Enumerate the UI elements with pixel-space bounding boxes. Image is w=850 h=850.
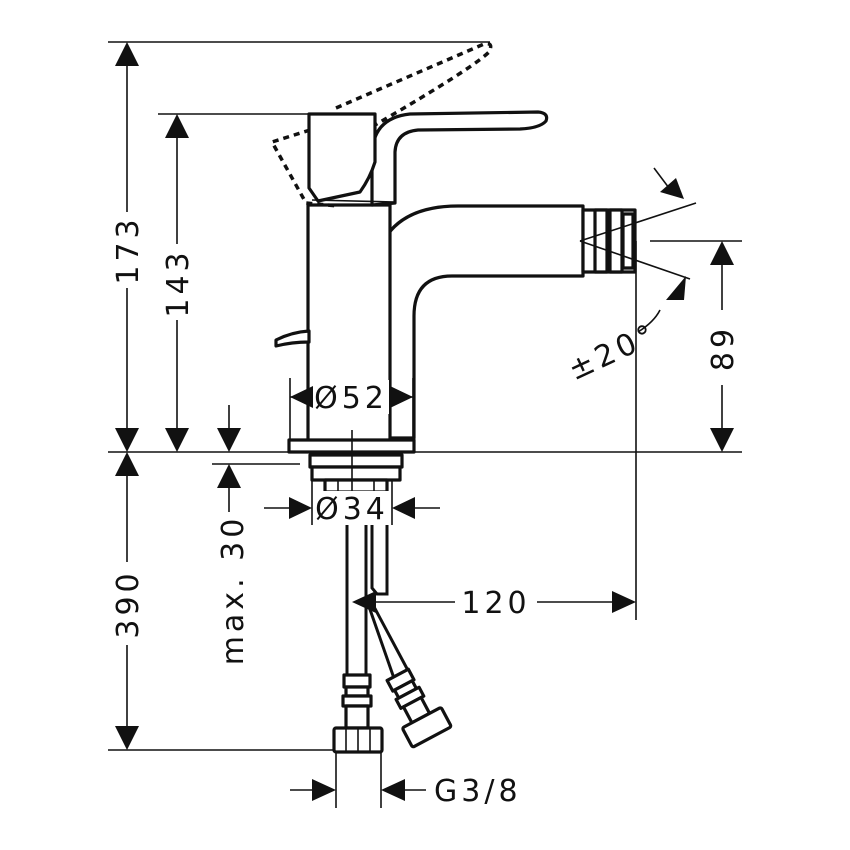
- dim-lever-height-label: 143: [161, 248, 196, 317]
- dim-total-height-label: 173: [111, 215, 146, 284]
- dim-spout-height-label: 89: [706, 325, 741, 371]
- dim-connection-thread-label: G3/8: [434, 774, 522, 809]
- dim-shank-diameter: Ø34: [264, 491, 440, 527]
- dim-lever-height: 143: [161, 114, 196, 452]
- dim-hose-length-label: 390: [111, 569, 146, 638]
- dim-spout-height: 89: [706, 241, 741, 452]
- dim-base-diameter: Ø52: [289, 378, 414, 440]
- cartridge-head: [307, 112, 377, 203]
- dim-shank-diameter-label: Ø34: [315, 492, 389, 527]
- dim-swivel-angle: ±20°: [563, 167, 697, 388]
- pop-up-rod: [274, 329, 311, 348]
- lever-raised-position: [269, 41, 493, 208]
- spout: [370, 204, 585, 440]
- supply-hoses: [332, 492, 453, 754]
- dim-hose-length: 390: [111, 452, 146, 750]
- dim-projection: 120: [352, 586, 636, 621]
- connector-right: [385, 667, 453, 749]
- lever: [307, 110, 549, 207]
- extension-lines: [108, 41, 742, 808]
- mounting-nut: [308, 453, 404, 469]
- dim-total-height: 173: [111, 42, 146, 452]
- dim-max-thickness: max. 30: [216, 405, 251, 665]
- dim-projection-label: 120: [461, 586, 530, 621]
- dim-base-diameter-label: Ø52: [314, 381, 388, 416]
- lever-handle: [370, 110, 549, 207]
- dim-swivel-angle-label: ±20°: [563, 316, 663, 388]
- dim-connection-thread: G3/8: [290, 774, 522, 809]
- dim-max-thickness-label: max. 30: [216, 515, 251, 666]
